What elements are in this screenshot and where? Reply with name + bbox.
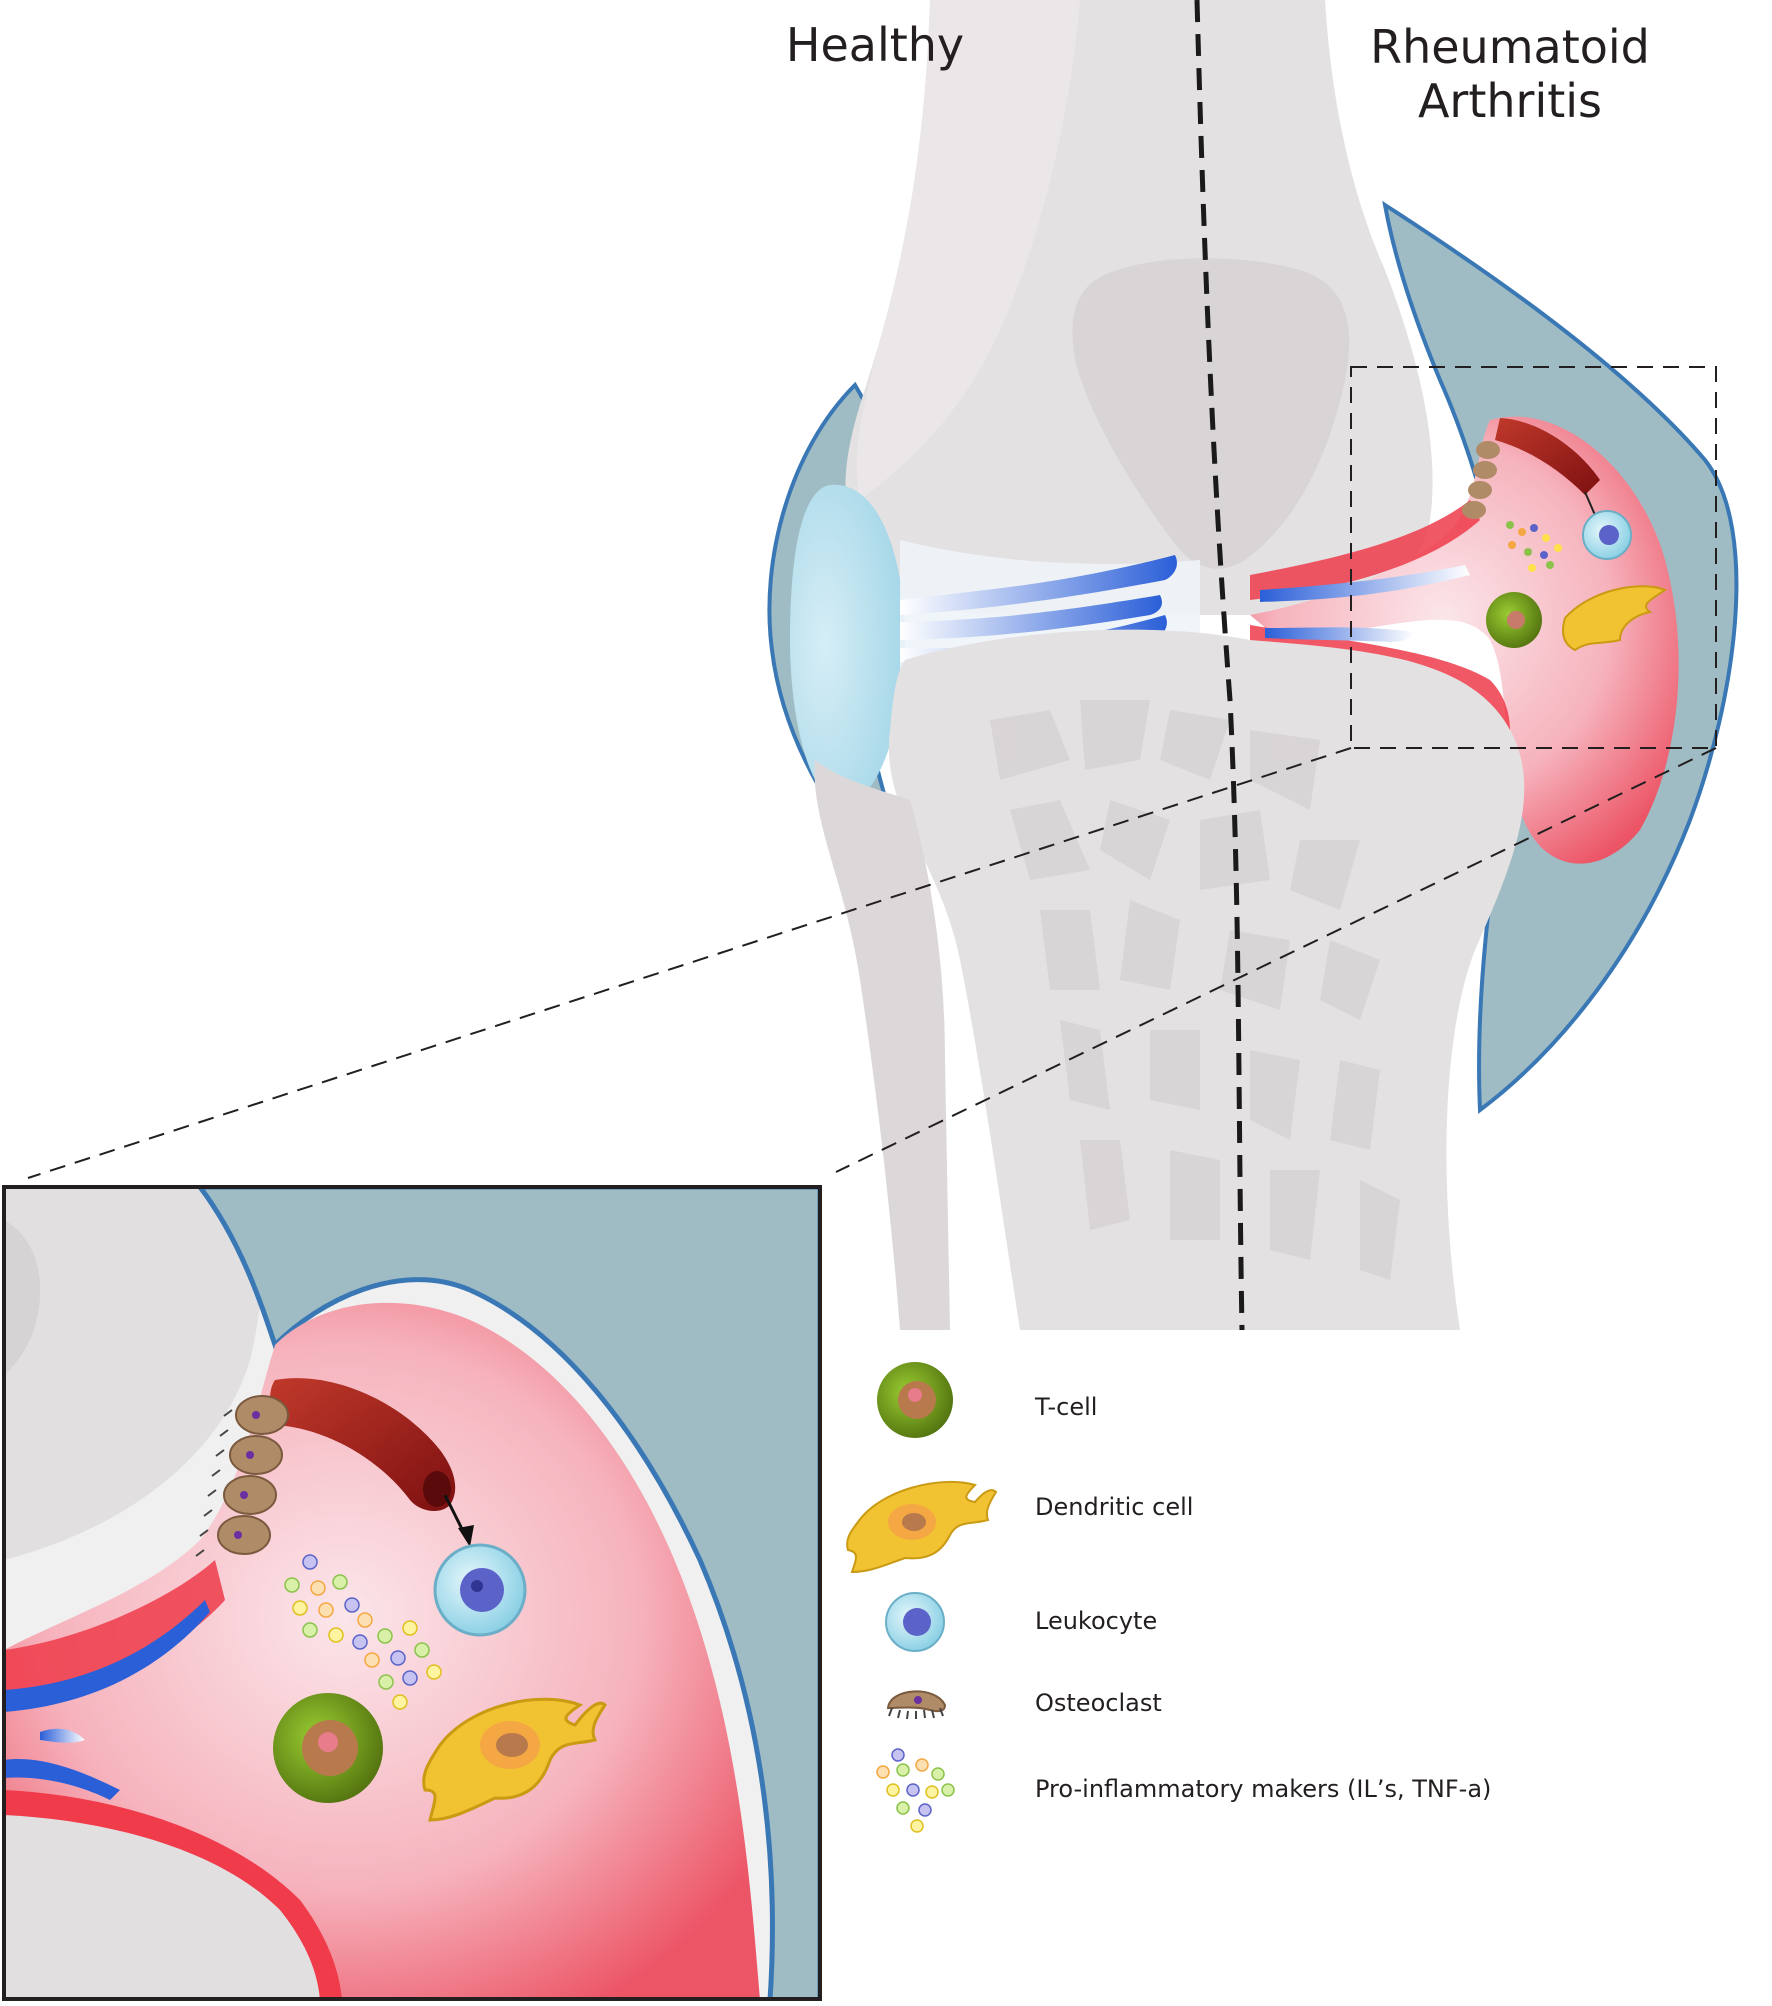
ra-damaged-cartilage-lower — [1265, 627, 1415, 642]
inset-inflamed-synovium — [4, 1302, 760, 2000]
inset-magnified-view — [4, 1187, 820, 2000]
inset-cytokines — [284, 1554, 442, 1710]
fibula-bone — [814, 760, 950, 1330]
cytokines-small — [1506, 521, 1562, 572]
legend-t-cell-icon — [877, 1362, 953, 1438]
osteoclasts-small — [1462, 441, 1500, 519]
dendritic-cell-small — [1562, 585, 1668, 652]
inset-blood-vessel — [270, 1378, 456, 1512]
legend-label-osteoclast: Osteoclast — [1035, 1689, 1162, 1717]
legend-osteoclast-icon — [886, 1690, 947, 1720]
zoom-region-box — [1350, 366, 1717, 749]
ra-main-cells — [1462, 418, 1668, 652]
ra-title-line-1: Rheumatoid — [1370, 20, 1650, 74]
inset-osteoclasts — [195, 1395, 289, 1557]
legend-icons — [846, 1362, 998, 1833]
healthy-meniscus-upper — [900, 555, 1177, 615]
inset-inflammation-band — [4, 1560, 225, 1700]
legend-label-dendritic-cell: Dendritic cell — [1035, 1493, 1194, 1521]
healthy-synovial-fluid — [790, 484, 905, 805]
inset-damaged-cartilage — [4, 1600, 210, 1712]
healthy-meniscus-middle — [900, 595, 1162, 640]
femur-shading — [856, 0, 1080, 500]
blood-vessel-small — [1495, 418, 1600, 495]
ra-inflammation-edge — [1250, 500, 1480, 600]
knee-main — [767, 0, 1739, 1331]
ra-damaged-cartilage — [1260, 565, 1470, 602]
legend-label-pro-inflammatory-markers: Pro-inflammatory makers (IL’s, TNF-a) — [1035, 1775, 1492, 1803]
zoom-connector-right — [835, 747, 1717, 1173]
legend-dendritic-cell-icon — [846, 1481, 998, 1574]
healthy-title: Healthy — [785, 18, 965, 72]
zoom-connector-left — [27, 747, 1352, 1179]
legend-label-t-cell: T-cell — [1035, 1393, 1098, 1421]
legend-cytokines-icon — [876, 1748, 955, 1833]
inset-frame — [2, 1185, 822, 2001]
healthy-ra-divider — [1194, 0, 1245, 1331]
ra-inflamed-synovium — [1250, 416, 1679, 864]
rheumatoid-arthritis-title: Rheumatoid Arthritis — [1340, 20, 1680, 128]
legend-leukocyte-icon — [885, 1592, 945, 1652]
inset-joint-capsule — [196, 1187, 820, 2000]
legend-label-leukocyte: Leukocyte — [1035, 1607, 1158, 1635]
ra-title-line-2: Arthritis — [1417, 74, 1603, 128]
